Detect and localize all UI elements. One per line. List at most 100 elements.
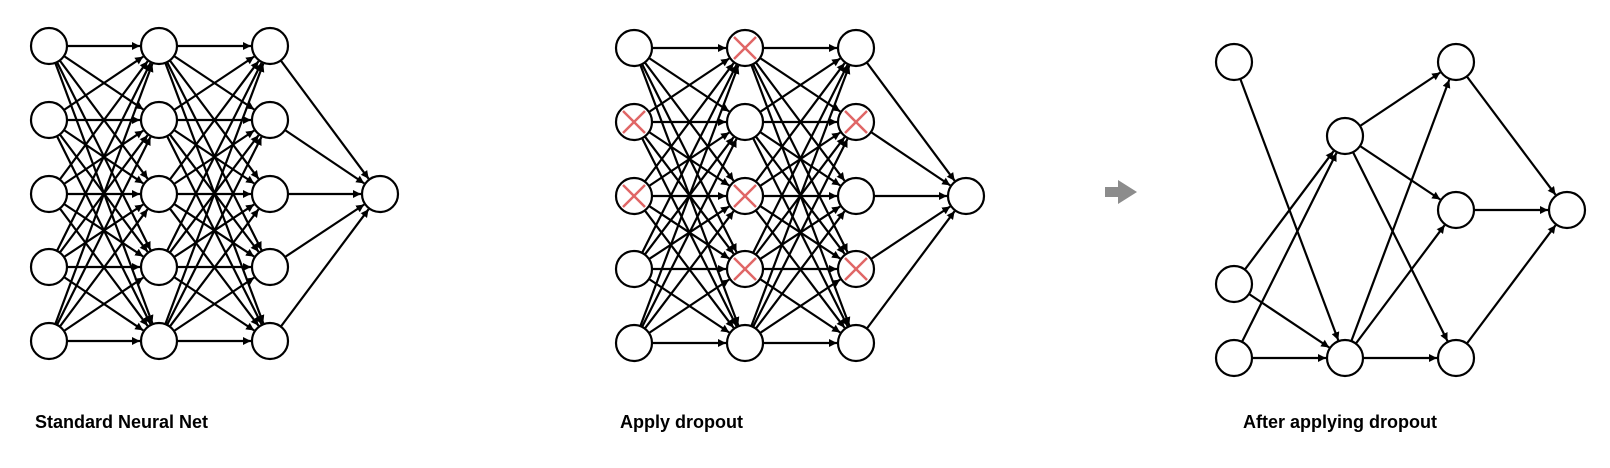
neuron-node bbox=[29, 174, 69, 214]
connection-arrow bbox=[173, 276, 255, 332]
cross-stroke bbox=[733, 36, 757, 60]
neuron-node bbox=[29, 100, 69, 140]
cross-stroke bbox=[733, 257, 757, 281]
connections bbox=[639, 44, 956, 347]
connection-arrow bbox=[1350, 79, 1451, 342]
connection-arrow bbox=[1359, 71, 1441, 127]
neuron-node bbox=[250, 174, 290, 214]
neuron-node bbox=[946, 176, 986, 216]
neuron-node bbox=[139, 174, 179, 214]
neuron-node bbox=[139, 321, 179, 361]
connection-arrow bbox=[643, 62, 735, 183]
dropped-neuron-cross-icon bbox=[844, 110, 868, 134]
neuron-node bbox=[250, 26, 290, 66]
connections bbox=[54, 42, 370, 345]
connection-arrow bbox=[1354, 224, 1446, 345]
dropped-neuron-cross-icon bbox=[622, 184, 646, 208]
apply-dropout-panel bbox=[614, 28, 986, 363]
neuron-node bbox=[250, 100, 290, 140]
cross-stroke bbox=[733, 184, 757, 208]
neuron-node bbox=[836, 28, 876, 68]
connection-arrow bbox=[63, 276, 144, 332]
connection-arrow bbox=[168, 60, 260, 181]
connection-arrow bbox=[750, 65, 851, 327]
connection-arrow bbox=[58, 60, 149, 181]
connection-arrow bbox=[870, 131, 951, 187]
neuron-node bbox=[1436, 42, 1476, 82]
cross-stroke bbox=[844, 257, 868, 281]
neuron-node bbox=[836, 323, 876, 363]
dropped-neuron-cross-icon bbox=[733, 257, 757, 281]
connection-arrow bbox=[1359, 145, 1441, 201]
apply-dropout-caption: Apply dropout bbox=[620, 412, 743, 432]
connection-arrow bbox=[752, 138, 849, 328]
neuron-node bbox=[836, 176, 876, 216]
connection-arrow bbox=[641, 138, 738, 328]
connection-arrow bbox=[166, 136, 263, 326]
connection-arrow bbox=[56, 136, 152, 326]
connection-arrow bbox=[759, 57, 841, 113]
neuron-node bbox=[250, 247, 290, 287]
neuron-node bbox=[1547, 190, 1587, 230]
cross-stroke bbox=[844, 110, 868, 134]
neuron-node bbox=[139, 247, 179, 287]
connection-arrow bbox=[1465, 75, 1557, 196]
right-arrow-icon bbox=[1105, 180, 1137, 204]
connection-arrow bbox=[58, 208, 149, 328]
neuron-node bbox=[1325, 116, 1365, 156]
neuron-node bbox=[29, 26, 69, 66]
connection-arrow bbox=[166, 62, 263, 252]
connection-arrow bbox=[284, 129, 365, 185]
neuron-node bbox=[360, 174, 400, 214]
neuron-node bbox=[139, 26, 179, 66]
connection-arrow bbox=[54, 63, 154, 325]
standard-neural-net-panel bbox=[29, 26, 400, 361]
connection-arrow bbox=[648, 57, 730, 113]
neuron-node bbox=[614, 249, 654, 289]
connection-arrow bbox=[1243, 150, 1335, 271]
dropped-neuron-cross-icon bbox=[844, 257, 868, 281]
neuron-node bbox=[1436, 338, 1476, 378]
connection-arrow bbox=[1352, 151, 1449, 342]
connection-arrow bbox=[164, 63, 265, 325]
neuron-node bbox=[1325, 338, 1365, 378]
connection-arrow bbox=[865, 210, 956, 330]
connection-arrow bbox=[279, 59, 370, 180]
after-dropout-caption: After applying dropout bbox=[1243, 412, 1437, 432]
neuron-node bbox=[139, 100, 179, 140]
neuron-node bbox=[725, 102, 765, 142]
dropped-neuron-cross-icon bbox=[733, 184, 757, 208]
connection-arrow bbox=[639, 65, 740, 327]
neurons bbox=[29, 26, 400, 361]
dropped-neuron-cross-icon bbox=[733, 36, 757, 60]
neuron-node bbox=[1214, 338, 1254, 378]
connection-arrow bbox=[56, 62, 152, 252]
neuron-node bbox=[614, 323, 654, 363]
connection-arrow bbox=[173, 55, 255, 111]
connection-arrow bbox=[168, 208, 260, 328]
neuron-node bbox=[1436, 190, 1476, 230]
connection-arrow bbox=[641, 64, 738, 254]
connection-arrow bbox=[752, 64, 849, 254]
connection-arrow bbox=[284, 203, 365, 258]
connection-arrow bbox=[648, 278, 730, 334]
connection-arrow bbox=[759, 278, 841, 334]
neuron-node bbox=[614, 28, 654, 68]
connection-arrow bbox=[643, 210, 735, 330]
connection-arrow bbox=[279, 208, 370, 328]
connection-arrow bbox=[870, 205, 951, 260]
connections bbox=[1239, 71, 1557, 362]
connection-arrow bbox=[63, 55, 144, 111]
connection-arrow bbox=[1465, 224, 1557, 345]
connection-arrow bbox=[754, 62, 846, 183]
standard-neural-net-caption: Standard Neural Net bbox=[35, 412, 209, 432]
cross-stroke bbox=[622, 110, 646, 134]
neuron-node bbox=[29, 321, 69, 361]
neuron-node bbox=[29, 247, 69, 287]
connection-arrow bbox=[865, 61, 956, 182]
neuron-node bbox=[725, 323, 765, 363]
neuron-node bbox=[1214, 264, 1254, 304]
neuron-node bbox=[250, 321, 290, 361]
neurons bbox=[1214, 42, 1587, 378]
